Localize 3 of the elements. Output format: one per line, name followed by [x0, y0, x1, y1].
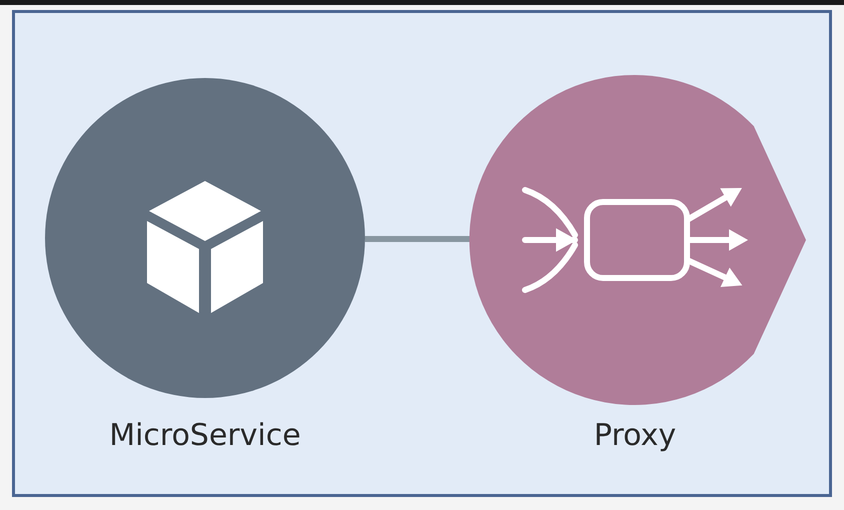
node-label: MicroService [108, 418, 302, 453]
connector-line [365, 236, 470, 242]
node-label: Proxy [592, 418, 678, 453]
